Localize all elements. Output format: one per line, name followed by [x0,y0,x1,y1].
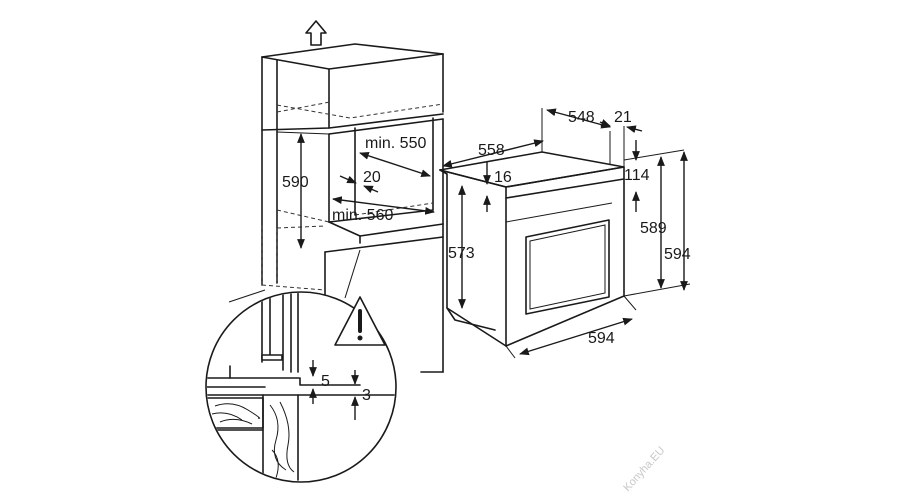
dim-line-20b [363,185,379,194]
detail-magnifier: 5 3 [205,249,397,483]
label-548: 548 [568,109,595,126]
label-min-550: min. 550 [365,135,426,152]
label-114: 114 [624,167,650,184]
dim-line-548 [546,108,611,129]
label-573: 573 [448,245,475,262]
warning-icon [334,296,386,346]
label-590: 590 [282,174,309,191]
dim-line-558 [442,139,544,168]
oven-dimensions: 558 548 21 16 573 114 589 594 594 [442,108,691,359]
watermark: Konyha.EU [621,445,667,494]
label-5: 5 [321,373,330,390]
dim-line-560 [332,196,435,215]
label-min-560: min. 560 [332,207,393,224]
dim-line-594-h [519,317,633,356]
label-21: 21 [614,109,632,126]
label-589: 589 [640,220,667,237]
dim-line-21b [626,125,643,134]
cabinet-dimensions: 590 min. 550 20 min. 560 [282,133,435,249]
label-594-vertical: 594 [664,246,691,263]
label-558: 558 [478,142,505,159]
label-16: 16 [494,169,512,186]
label-3: 3 [362,387,371,404]
label-594-horizontal: 594 [588,330,615,347]
dim-line-21a [599,119,611,127]
dim-line-20a [339,175,357,184]
label-20: 20 [363,169,381,186]
up-arrow-icon [305,20,327,46]
dim-line-550 [359,152,431,177]
